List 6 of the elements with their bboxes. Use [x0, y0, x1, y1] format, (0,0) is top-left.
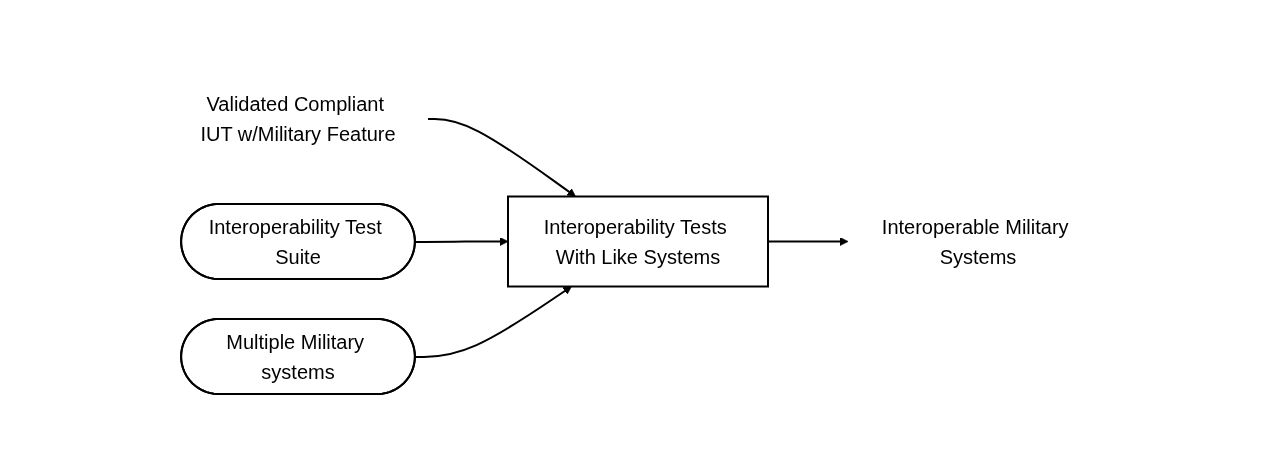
arrow: [427, 118, 576, 197]
arrow: [414, 237, 509, 246]
arrow: [414, 286, 572, 358]
node-text: Validated Compliant IUT w/Military Feature: [200, 93, 396, 145]
node-box: Interoperability Tests With Like Systems: [507, 195, 769, 288]
node-text: Interoperable Military Systems: [881, 215, 1069, 268]
